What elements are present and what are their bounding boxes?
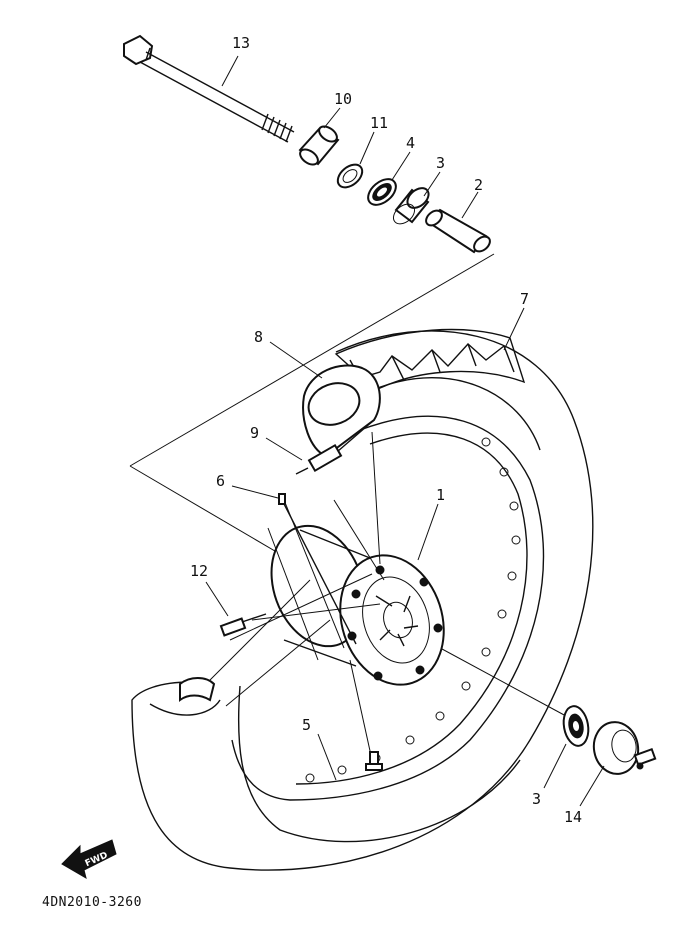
oil-seal: [336, 163, 364, 189]
meter-gear-unit: [592, 721, 657, 775]
collar: [298, 125, 340, 166]
callout-3-upper: 3: [436, 154, 445, 172]
callout-4: 4: [406, 134, 415, 152]
rim-valve: [365, 751, 383, 771]
tube: [302, 364, 381, 459]
callout-14: 14: [564, 808, 582, 826]
bearing-middle: [392, 187, 430, 225]
hub-flange: [339, 554, 445, 686]
callout-5: 5: [302, 716, 311, 734]
bearing-upper: [367, 178, 397, 206]
leader-lines: [205, 55, 605, 807]
callout-7: 7: [520, 290, 529, 308]
forward-marker: FWD: [61, 839, 117, 880]
axle: [123, 34, 295, 143]
rim-band-clip: [179, 677, 216, 702]
bearing-lower: [562, 705, 590, 747]
callout-8: 8: [254, 328, 263, 346]
callout-3-lower: 3: [532, 790, 541, 808]
drawing-code: 4DN2010-3260: [42, 895, 142, 910]
callout-9: 9: [250, 424, 259, 442]
callout-10: 12: [190, 562, 208, 580]
tube-valve: [295, 443, 343, 475]
spoke-single: [278, 493, 357, 645]
tire: [131, 328, 594, 871]
axle-thread: [261, 113, 295, 143]
callout-2: 2: [474, 176, 483, 194]
rim: [231, 415, 545, 801]
callout-13: 13: [232, 34, 250, 52]
callout-12: 11: [370, 114, 388, 132]
hub: [270, 524, 445, 686]
spoke-nipple: [219, 613, 267, 637]
callout-11: 10: [334, 90, 352, 108]
callout-6: 6: [216, 472, 225, 490]
axis-guide-lines: [129, 253, 567, 717]
rim-spoke-holes: [305, 437, 521, 783]
spacer: [425, 208, 491, 254]
spokes: [209, 431, 385, 761]
callout-1: 1: [436, 486, 445, 504]
